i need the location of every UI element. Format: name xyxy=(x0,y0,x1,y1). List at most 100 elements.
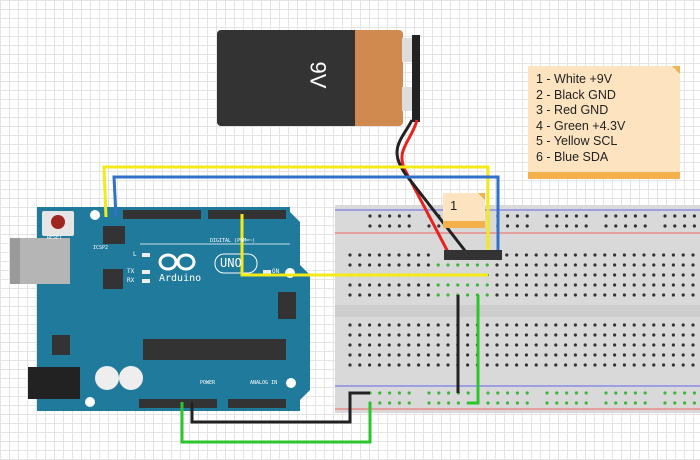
breadboard-hole xyxy=(681,293,685,297)
breadboard-hole xyxy=(544,293,548,297)
breadboard-hole xyxy=(642,273,646,277)
legend-line: 3 - Red GND xyxy=(536,103,609,117)
breadboard-hole xyxy=(426,263,430,267)
icsp-header xyxy=(278,292,296,319)
power-label: POWER xyxy=(200,380,216,386)
breadboard-hole xyxy=(417,323,421,327)
breadboard-hole xyxy=(583,263,587,267)
breadboard-hole xyxy=(358,263,362,267)
breadboard-hole xyxy=(603,363,607,367)
breadboard-hole xyxy=(593,283,597,287)
breadboard-hole xyxy=(397,224,401,228)
breadboard-hole xyxy=(427,224,431,228)
connector-pin-note[interactable]: 1 xyxy=(443,193,485,228)
breadboard-hole xyxy=(662,333,666,337)
breadboard-hole xyxy=(624,224,628,228)
breadboard-hole xyxy=(466,283,470,287)
breadboard-hole xyxy=(673,214,677,218)
legend-line: 6 - Blue SDA xyxy=(536,149,609,164)
breadboard-hole xyxy=(673,224,677,228)
breadboard-hole xyxy=(358,253,362,257)
breadboard-hole xyxy=(397,391,401,395)
breadboard-hole xyxy=(446,293,450,297)
breadboard-hole xyxy=(622,263,627,267)
breadboard-hole xyxy=(515,214,520,218)
breadboard-hole xyxy=(593,293,597,297)
breadboard-hole xyxy=(593,343,597,347)
breadboard-hole xyxy=(642,353,646,357)
breadboard-hole xyxy=(671,353,676,357)
voltage-regulator xyxy=(52,335,70,355)
breadboard-hole xyxy=(387,293,391,297)
breadboard-hole xyxy=(662,343,666,347)
breadboard-hole xyxy=(603,283,607,287)
breadboard-hole xyxy=(691,283,695,287)
breadboard-hole xyxy=(407,343,411,347)
breadboard-hole xyxy=(652,263,656,267)
breadboard-hole xyxy=(573,363,578,367)
legend-note[interactable]: 1 - White +9V 2 - Black GND 3 - Red GND … xyxy=(528,66,680,179)
breadboard-hole xyxy=(534,283,538,287)
breadboard-hole xyxy=(506,391,510,395)
breadboard-hole xyxy=(427,391,431,395)
breadboard-hole xyxy=(506,401,510,405)
breadboard-hole xyxy=(613,293,617,297)
breadboard-hole xyxy=(456,263,460,267)
breadboard-hole xyxy=(554,253,558,257)
breadboard-hole xyxy=(544,363,548,367)
breadboard-hole xyxy=(692,224,697,228)
breadboard-hole xyxy=(407,253,411,257)
breadboard-hole xyxy=(426,353,430,357)
breadboard-hole xyxy=(417,263,421,267)
wire-blue-sda xyxy=(112,175,500,257)
breadboard-hole xyxy=(407,283,411,287)
breadboard-hole xyxy=(584,401,588,405)
breadboard-hole xyxy=(681,273,685,277)
breadboard-hole xyxy=(642,253,646,257)
breadboard-hole xyxy=(358,353,362,357)
breadboard-hole xyxy=(368,323,372,327)
breadboard-hole xyxy=(426,363,430,367)
icsp2-header xyxy=(103,226,125,244)
breadboard-hole xyxy=(485,323,489,327)
breadboard-hole xyxy=(681,253,685,257)
breadboard-hole xyxy=(691,293,695,297)
breadboard-hole xyxy=(614,401,618,405)
breadboard-hole xyxy=(515,263,519,267)
breadboard-hole xyxy=(574,214,579,218)
breadboard-hole xyxy=(348,263,352,267)
breadboard-hole xyxy=(671,273,676,277)
breadboard-hole xyxy=(573,333,578,337)
breadboard-hole xyxy=(446,333,450,337)
breadboard-hole xyxy=(603,273,607,277)
breadboard-hole xyxy=(446,353,450,357)
breadboard-hole xyxy=(534,363,538,367)
breadboard-hole xyxy=(426,253,430,257)
breadboard-hole xyxy=(624,401,628,405)
breadboard-hole xyxy=(485,263,489,267)
breadboard-hole xyxy=(545,214,549,218)
breadboard-hole xyxy=(564,343,568,347)
breadboard-hole xyxy=(593,253,597,257)
breadboard-hole xyxy=(446,323,450,327)
wire-yellow-scl xyxy=(102,165,490,257)
breadboard-hole xyxy=(613,363,617,367)
wire-yellow-digital xyxy=(240,214,488,277)
breadboard-hole xyxy=(378,224,382,228)
breadboard-hole xyxy=(544,323,548,327)
breadboard-hole xyxy=(407,263,411,267)
breadboard-hole xyxy=(348,363,352,367)
breadboard-hole xyxy=(593,263,597,267)
breadboard-hole xyxy=(554,323,558,327)
breadboard-hole xyxy=(377,363,381,367)
breadboard-hole xyxy=(583,253,587,257)
breadboard-hole xyxy=(662,253,666,257)
breadboard-hole xyxy=(505,363,509,367)
breadboard-hole xyxy=(642,263,646,267)
digital-header-low xyxy=(208,210,286,219)
breadboard-hole xyxy=(437,224,441,228)
breadboard-hole xyxy=(584,391,588,395)
breadboard-hole xyxy=(407,363,411,367)
breadboard-hole xyxy=(691,353,695,357)
breadboard-hole xyxy=(614,214,618,218)
